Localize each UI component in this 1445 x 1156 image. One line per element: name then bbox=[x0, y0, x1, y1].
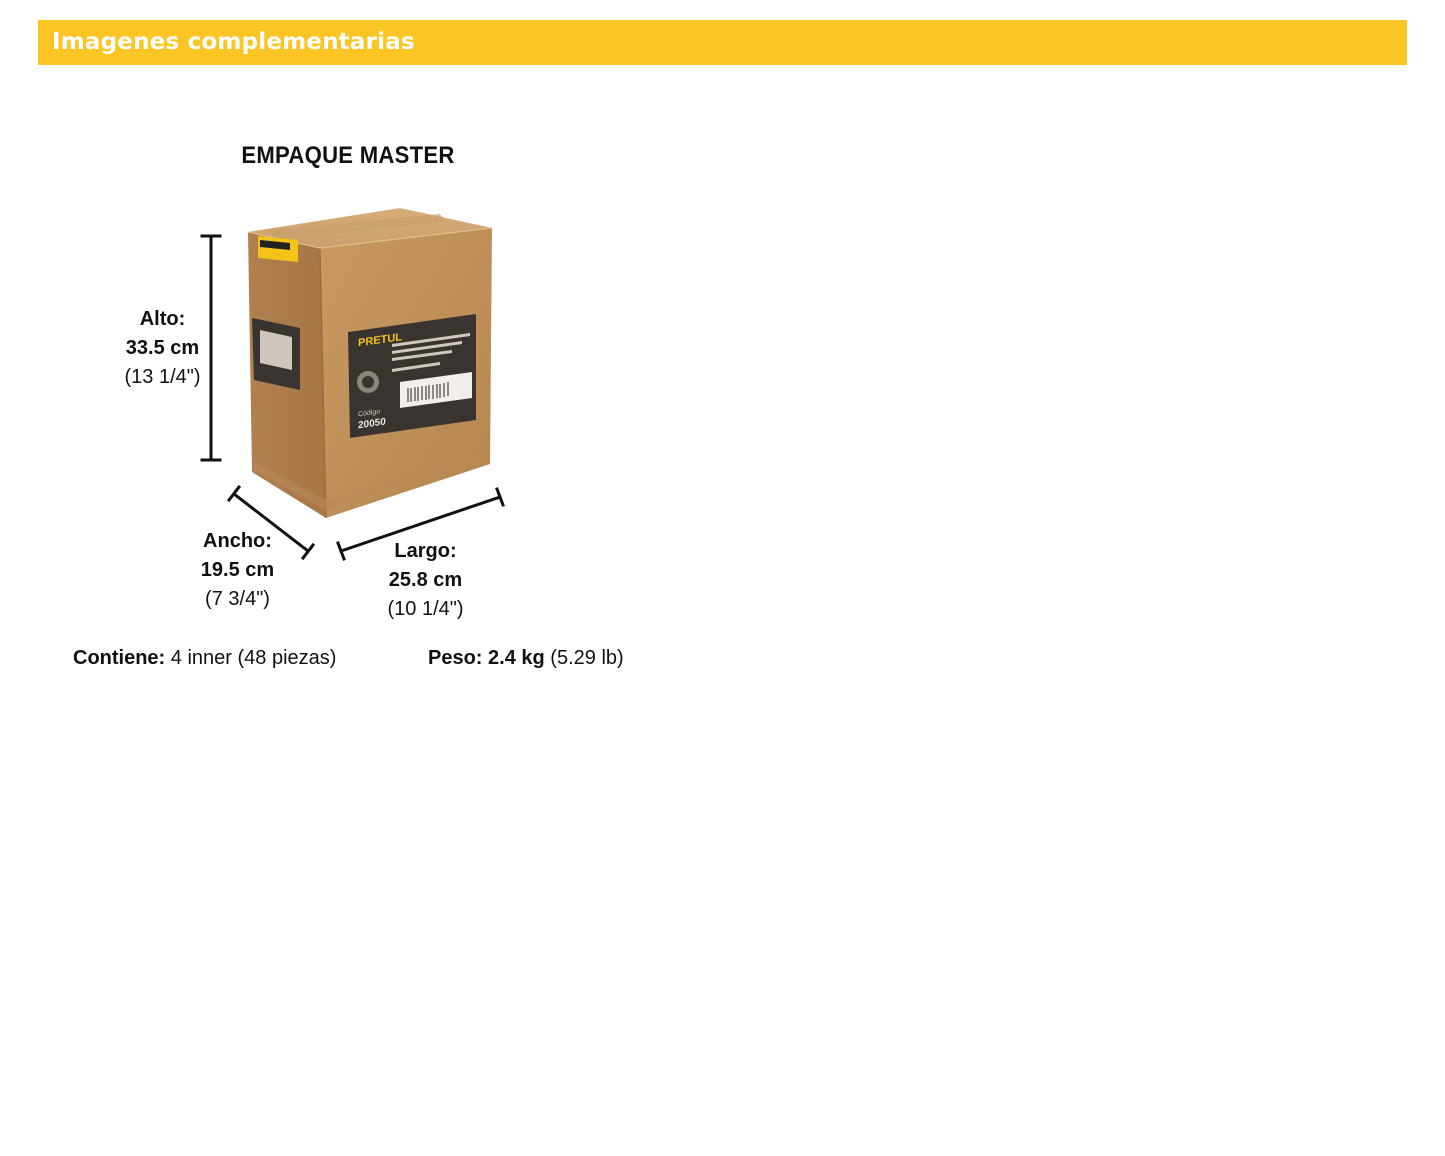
largo-imperial: (10 1/4") bbox=[387, 598, 464, 620]
header-title: Imagenes complementarias bbox=[52, 29, 415, 55]
contiene-label: Contiene: bbox=[73, 647, 166, 669]
width-line-cap-end bbox=[300, 542, 316, 561]
length-line-cap-end bbox=[495, 487, 505, 507]
contiene-value: 4 inner (48 piezas) bbox=[170, 647, 337, 669]
length-line-cap-start bbox=[336, 541, 346, 561]
section-title: EMPAQUE MASTER bbox=[241, 142, 455, 169]
largo-value: 25.8 cm bbox=[388, 569, 463, 591]
ancho-value: 19.5 cm bbox=[200, 559, 275, 581]
ancho-imperial: (7 3/4") bbox=[205, 588, 270, 610]
contiene-info: Contiene: 4 inner (48 piezas) bbox=[73, 645, 336, 671]
dimension-largo: Largo: 25.8 cm (10 1/4") bbox=[373, 537, 478, 624]
cardboard-box-image: PRETUL Código 20050 bbox=[247, 208, 493, 519]
dimension-ancho: Ancho: 19.5 cm (7 3/4") bbox=[185, 527, 290, 614]
length-line bbox=[339, 495, 502, 553]
alto-label: Alto: bbox=[139, 308, 186, 330]
dimension-alto: Alto: 33.5 cm (13 1/4") bbox=[110, 305, 215, 392]
peso-imperial: (5.29 lb) bbox=[550, 647, 624, 669]
peso-info: Peso: 2.4 kg (5.29 lb) bbox=[428, 645, 624, 671]
box-codigo-value: 20050 bbox=[358, 416, 386, 431]
width-line-cap-start bbox=[226, 484, 242, 503]
peso-value: 2.4 kg bbox=[488, 647, 545, 669]
header-bar: Imagenes complementarias bbox=[38, 20, 1407, 65]
box-sticker bbox=[258, 236, 298, 262]
peso-label: Peso: bbox=[428, 647, 483, 669]
width-line bbox=[231, 491, 311, 554]
alto-imperial: (13 1/4") bbox=[124, 366, 201, 388]
ancho-label: Ancho: bbox=[203, 530, 272, 552]
largo-label: Largo: bbox=[394, 540, 457, 562]
alto-value: 33.5 cm bbox=[125, 337, 200, 359]
box-codigo-label: Código bbox=[358, 408, 380, 418]
